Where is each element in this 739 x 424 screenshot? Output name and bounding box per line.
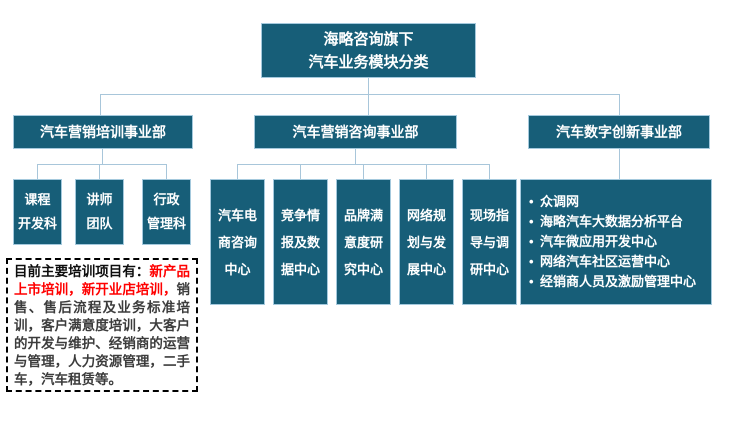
center-competitive-intelligence-data: 竞争情 报及数 据中心 bbox=[273, 179, 328, 305]
note-intro-text: 目前主要培训项目有： bbox=[14, 264, 150, 279]
connector-drop-center-3 bbox=[363, 164, 364, 179]
connector-root-stem bbox=[368, 78, 369, 115]
center-label-line: 意度研 bbox=[343, 234, 383, 250]
center-label-line: 品牌满 bbox=[343, 207, 383, 223]
dept-label-line: 讲师 bbox=[86, 192, 113, 207]
dept-label-line: 开发科 bbox=[17, 216, 57, 231]
dept-label-line: 行政 bbox=[153, 192, 180, 207]
root-node: 海略咨询旗下 汽车业务模块分类 bbox=[261, 23, 476, 78]
list-item: • 经销商人员及激励管理中心 bbox=[529, 272, 696, 292]
platform-label: 海略汽车大数据分析平台 bbox=[540, 214, 684, 229]
connector-drop-dept-admin bbox=[166, 164, 167, 179]
center-label-line: 研中心 bbox=[469, 261, 509, 277]
center-network-planning-development: 网络规 划与发 展中心 bbox=[399, 179, 454, 305]
center-label-line: 商咨询 bbox=[217, 234, 257, 250]
bullet-icon: • bbox=[529, 254, 534, 269]
list-item: • 汽车微应用开发中心 bbox=[529, 232, 657, 252]
center-label-line: 据中心 bbox=[280, 261, 320, 277]
connector-drop-division-1 bbox=[100, 94, 101, 115]
bullet-icon: • bbox=[529, 214, 534, 229]
connector-drop-center-2 bbox=[300, 164, 301, 179]
center-label-line: 究中心 bbox=[343, 261, 383, 277]
dept-label-line: 课程 bbox=[24, 192, 51, 207]
list-item: • 海略汽车大数据分析平台 bbox=[529, 212, 683, 232]
bullet-icon: • bbox=[529, 234, 534, 249]
center-field-guidance-survey: 现场指 导与调 研中心 bbox=[462, 179, 517, 305]
note-highlight-text: 新产品上市培训，新开业店培训， bbox=[14, 264, 191, 297]
connector-div1-horizontal bbox=[37, 164, 167, 165]
list-item: • 众调网 bbox=[529, 192, 579, 212]
division-label: 汽车营销培训事业部 bbox=[40, 124, 166, 140]
connector-drop-dept-course bbox=[37, 164, 38, 179]
platform-list-box: • 众调网 • 海略汽车大数据分析平台 • 汽车微应用开发中心 • 网络汽车社区… bbox=[520, 179, 712, 305]
note-body-text: 销售、售后流程及业务标准培训，客户满意度培训，大客户的开发与维护、经销商的运营与… bbox=[14, 282, 190, 387]
connector-div2-stem bbox=[355, 149, 356, 164]
bullet-icon: • bbox=[529, 274, 534, 289]
root-title-line1: 海略咨询旗下 bbox=[323, 30, 414, 48]
center-label-line: 中心 bbox=[224, 261, 251, 277]
center-label-line: 报及数 bbox=[280, 234, 320, 250]
division-label: 汽车数字创新事业部 bbox=[556, 124, 682, 140]
center-label-line: 导与调 bbox=[469, 234, 509, 250]
center-auto-ecommerce-consulting: 汽车电 商咨询 中心 bbox=[210, 179, 265, 305]
dept-label-line: 管理科 bbox=[146, 216, 186, 231]
connector-root-horizontal bbox=[100, 94, 620, 95]
platform-label: 网络汽车社区运营中心 bbox=[540, 254, 671, 269]
dept-label-line: 团队 bbox=[86, 216, 113, 231]
center-brand-satisfaction-research: 品牌满 意度研 究中心 bbox=[336, 179, 391, 305]
division-marketing-training: 汽车营销培训事业部 bbox=[13, 115, 193, 149]
connector-drop-center-1 bbox=[237, 164, 238, 179]
dept-admin-management: 行政 管理科 bbox=[142, 179, 191, 245]
center-label-line: 汽车电 bbox=[217, 207, 257, 223]
division-digital-innovation: 汽车数字创新事业部 bbox=[528, 115, 710, 149]
division-marketing-consulting: 汽车营销咨询事业部 bbox=[254, 115, 457, 149]
division-label: 汽车营销咨询事业部 bbox=[292, 124, 419, 140]
connector-drop-division-3 bbox=[619, 94, 620, 115]
center-label-line: 网络规 bbox=[406, 207, 446, 223]
root-title-line2: 汽车业务模块分类 bbox=[308, 53, 429, 71]
training-projects-note: 目前主要培训项目有：新产品上市培训，新开业店培训，销售、售后流程及业务标准培训，… bbox=[6, 258, 198, 392]
connector-drop-dept-lecturer bbox=[99, 164, 100, 179]
connector-div1-stem bbox=[102, 149, 103, 164]
center-label-line: 展中心 bbox=[406, 261, 446, 277]
platform-label: 汽车微应用开发中心 bbox=[540, 234, 658, 249]
connector-drop-center-5 bbox=[489, 164, 490, 179]
dept-course-development: 课程 开发科 bbox=[13, 179, 62, 245]
center-label-line: 划与发 bbox=[406, 234, 446, 250]
connector-div3-stem bbox=[619, 149, 620, 179]
platform-label: 众调网 bbox=[540, 194, 580, 209]
center-label-line: 现场指 bbox=[469, 207, 509, 223]
connector-drop-center-4 bbox=[426, 164, 427, 179]
dept-lecturer-team: 讲师 团队 bbox=[75, 179, 124, 245]
list-item: • 网络汽车社区运营中心 bbox=[529, 252, 670, 272]
center-label-line: 竞争情 bbox=[280, 207, 320, 223]
bullet-icon: • bbox=[529, 194, 534, 209]
platform-label: 经销商人员及激励管理中心 bbox=[540, 274, 697, 289]
